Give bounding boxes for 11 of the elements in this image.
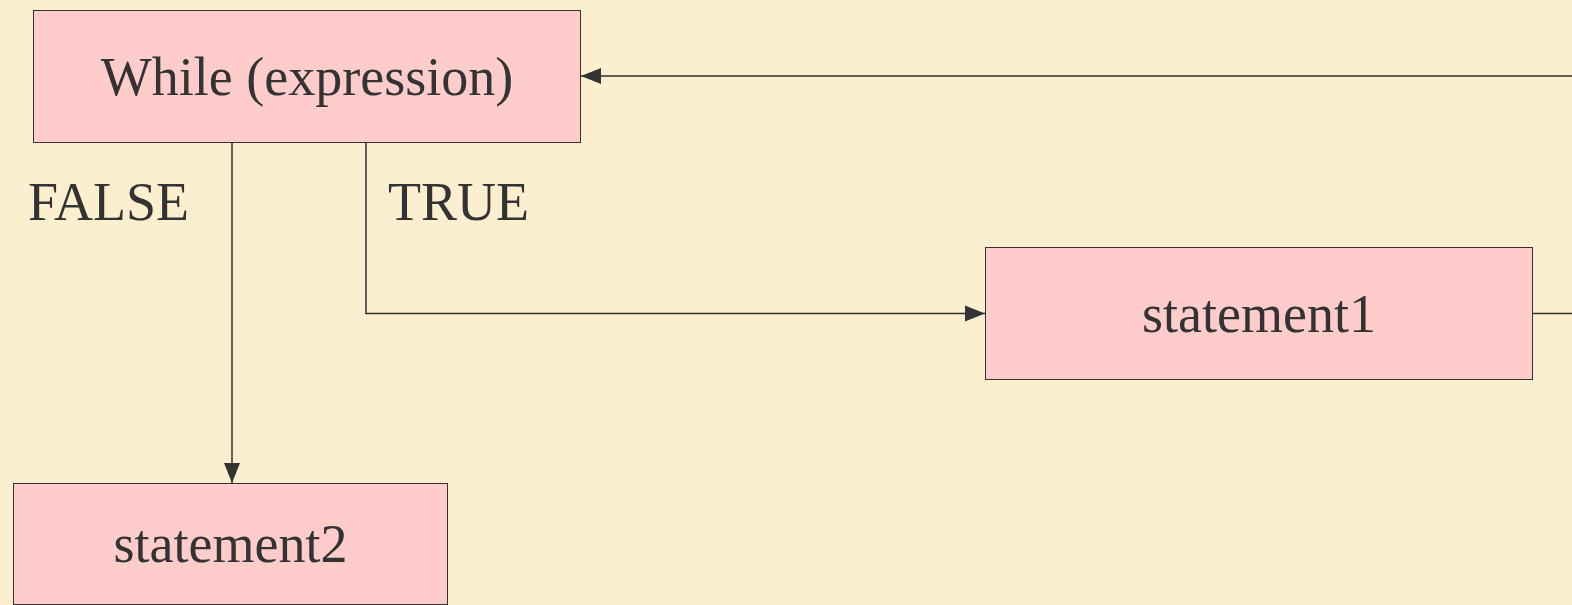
process-box — [13, 483, 448, 605]
process-box — [985, 247, 1533, 380]
edge-label: FALSE — [28, 175, 190, 229]
box-label: While (expression) — [100, 45, 514, 108]
arrow — [580, 68, 1572, 315]
arrow — [224, 142, 240, 484]
edge-label: TRUE — [388, 175, 529, 229]
process-box — [33, 10, 581, 143]
arrow — [365, 142, 986, 322]
box-label: statement2 — [113, 513, 348, 575]
box-label: statement1 — [1142, 282, 1376, 345]
